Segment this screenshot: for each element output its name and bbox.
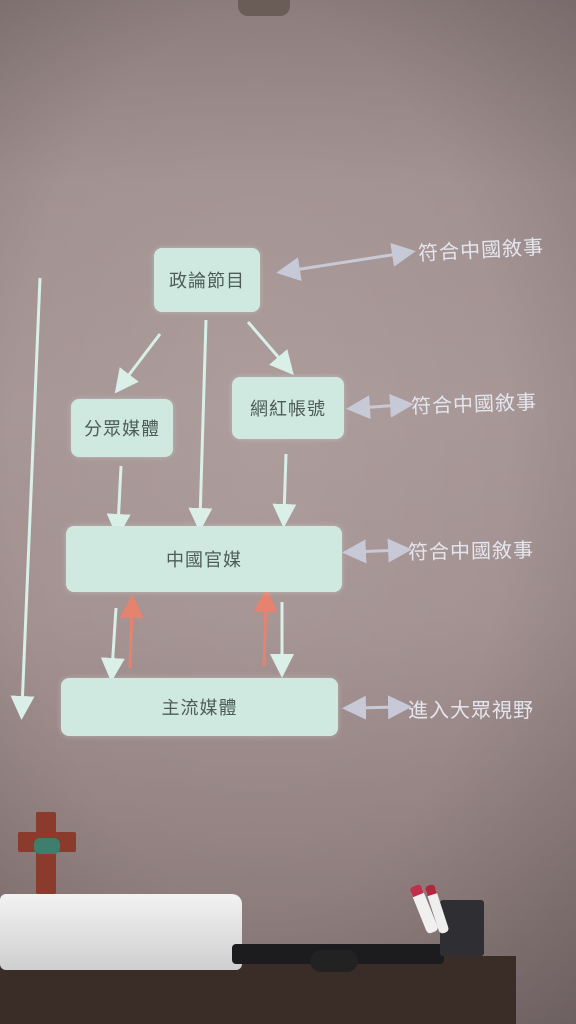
side-label-state: 符合中國敘事 <box>407 537 535 565</box>
double-arrow-state <box>342 538 412 564</box>
node-politics-label: 政論節目 <box>169 271 245 292</box>
projector <box>0 894 242 970</box>
side-label-mainstream: 進入大眾視野 <box>408 698 534 722</box>
arrow-state-mainstream-left <box>100 607 125 682</box>
left-long-arrow <box>10 277 42 720</box>
node-state-label: 中國官媒 <box>166 550 242 571</box>
cross-decoration <box>34 838 60 854</box>
arrow-mainstream-state-left <box>119 594 144 669</box>
node-splinter-label: 分眾媒體 <box>84 419 160 440</box>
side-label-influencer: 符合中國敘事 <box>410 389 538 419</box>
arrow-politics-influencer <box>246 321 294 376</box>
node-influencer-label: 網紅帳號 <box>250 399 326 420</box>
double-arrow-mainstream <box>342 695 412 720</box>
double-arrow-politics <box>276 242 416 282</box>
arrow-splinter-state <box>106 465 131 538</box>
arrow-mainstream-state-right <box>253 588 278 667</box>
mouse <box>310 950 358 972</box>
node-politics-program: 政論節目 <box>154 248 260 312</box>
node-splinter-media: 分眾媒體 <box>71 399 173 457</box>
node-mainstream-label: 主流媒體 <box>161 698 238 719</box>
node-mainstream-media: 主流媒體 <box>61 678 338 736</box>
double-arrow-influencer <box>346 393 414 420</box>
arrow-politics-splinter <box>114 333 162 394</box>
node-influencer-accounts: 網紅帳號 <box>232 377 344 439</box>
arrow-influencer-state <box>272 453 297 528</box>
ceiling-fixture <box>238 0 290 16</box>
arrow-politics-state <box>188 319 213 532</box>
node-state-media: 中國官媒 <box>66 526 342 592</box>
